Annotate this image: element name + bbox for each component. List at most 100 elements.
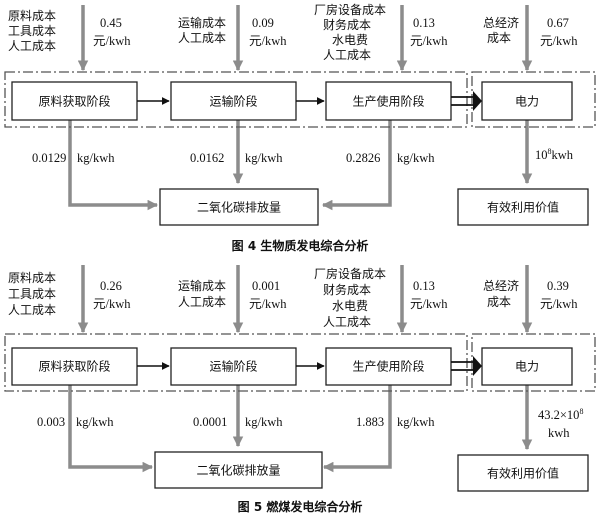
emission-2-unit: kg/kwh — [245, 151, 283, 165]
value-box — [457, 454, 589, 492]
cost-values: 0.26 元/kwh 0.001 元/kwh 0.13 元/kwh 0.39 元… — [93, 279, 578, 311]
cost-labels: 原料成本 工具成本 人工成本 运输成本 人工成本 厂房设备成本 财务成本 水电费… — [8, 2, 519, 62]
stage-box-3 — [325, 81, 452, 121]
emission-arrow-1 — [68, 118, 159, 211]
power-amount-unit: kwh — [548, 426, 570, 440]
power-label: 电力 — [515, 360, 539, 374]
emission-1-value: 0.003 — [37, 415, 65, 429]
cost-1-value: 0.26 — [100, 279, 122, 293]
emission-1-unit: kg/kwh — [77, 151, 115, 165]
emission-arrow-3 — [321, 118, 392, 211]
power-amount-exp: 8 — [548, 147, 552, 156]
emission-box-label: 二氧化碳排放量 — [197, 200, 281, 215]
cost-1-unit: 元/kwh — [93, 34, 131, 48]
cost-values: 0.45 元/kwh 0.09 元/kwh 0.13 元/kwh 0.67 元/… — [93, 16, 578, 48]
cost-1-line-3: 人工成本 — [8, 39, 56, 53]
emission-arrows — [68, 118, 533, 211]
cost-2-line-1: 运输成本 — [178, 278, 226, 293]
power-amount-exp: 8 — [579, 407, 583, 416]
cost-4-line-2: 成本 — [487, 295, 511, 309]
emission-3-unit: kg/kwh — [397, 151, 435, 165]
cost-3-line-1: 厂房设备成本 — [314, 2, 386, 17]
cost-1-unit: 元/kwh — [93, 297, 131, 311]
cost-3-line-3: 水电费 — [332, 33, 368, 47]
cost-1-line-3: 人工成本 — [8, 303, 56, 317]
emission-1-unit: kg/kwh — [76, 415, 114, 429]
emission-2-unit: kg/kwh — [245, 415, 283, 429]
cost-3-line-1: 厂房设备成本 — [314, 266, 386, 281]
emission-labels: 0.003 kg/kwh 0.0001 kg/kwh 1.883 kg/kwh … — [37, 407, 583, 440]
box-labels: 原料获取阶段 运输阶段 生产使用阶段 电力 二氧化碳排放量 有效利用价值 — [38, 359, 559, 481]
power-amount-value: 10 — [535, 148, 548, 162]
stage-box-3 — [325, 347, 452, 386]
cost-3-line-2: 财务成本 — [323, 17, 371, 32]
power-amount-value: 43.2×10 — [538, 408, 579, 422]
emission-2-value: 0.0162 — [190, 151, 224, 165]
power-box — [481, 81, 573, 121]
emission-3-value: 0.2826 — [346, 151, 380, 165]
cost-3-line-2: 财务成本 — [323, 282, 371, 297]
emission-2-value: 0.0001 — [193, 415, 227, 429]
emission-labels: 0.0129 kg/kwh 0.0162 kg/kwh 0.2826 kg/kw… — [32, 147, 574, 165]
cost-2-value: 0.001 — [252, 279, 280, 293]
emission-3-value: 1.883 — [356, 415, 384, 429]
output-dashed-group — [471, 71, 596, 128]
stage-box-2 — [170, 347, 297, 386]
cost-3-unit: 元/kwh — [410, 297, 448, 311]
box-labels: 原料获取阶段 运输阶段 生产使用阶段 电力 二氧化碳排放量 有效利用价值 — [38, 94, 559, 215]
cost-1-value: 0.45 — [100, 16, 122, 30]
stage-3-label: 生产使用阶段 — [352, 94, 424, 109]
stage-2-label: 运输阶段 — [209, 359, 257, 374]
cost-labels: 原料成本 工具成本 人工成本 运输成本 人工成本 厂房设备成本 财务成本 水电费… — [8, 266, 519, 329]
cost-4-line-2: 成本 — [487, 31, 511, 45]
cost-2-line-2: 人工成本 — [178, 295, 226, 309]
value-box-label: 有效利用价值 — [487, 200, 559, 215]
power-amount: 43.2×108 — [538, 407, 583, 422]
stage-1-label: 原料获取阶段 — [38, 94, 110, 109]
double-arrow-1 — [451, 91, 482, 111]
emission-arrows — [68, 385, 533, 473]
cost-3-value: 0.13 — [413, 16, 435, 30]
caption-figure-5: 图 5 燃煤发电综合分析 — [238, 499, 363, 514]
cost-2-line-2: 人工成本 — [178, 31, 226, 45]
cost-4-value: 0.39 — [547, 279, 569, 293]
cost-2-value: 0.09 — [252, 16, 274, 30]
cost-3-value: 0.13 — [413, 279, 435, 293]
process-dashed-group — [4, 71, 468, 128]
emission-box — [154, 451, 323, 489]
cost-3-line-3: 水电费 — [332, 299, 368, 313]
power-box — [481, 347, 573, 386]
cost-1-line-1: 原料成本 — [8, 9, 56, 23]
power-amount-unit: kwh — [552, 148, 574, 162]
power-label: 电力 — [515, 95, 539, 109]
diagram-coal: 原料成本 工具成本 人工成本 运输成本 人工成本 厂房设备成本 财务成本 水电费… — [4, 265, 596, 514]
caption-figure-4: 图 4 生物质发电综合分析 — [232, 238, 369, 253]
cost-4-line-1: 总经济 — [483, 15, 519, 30]
emission-arrow-1 — [68, 385, 154, 473]
cost-2-line-1: 运输成本 — [178, 15, 226, 30]
cost-1-line-2: 工具成本 — [8, 24, 56, 38]
emission-box — [159, 188, 319, 226]
stage-box-1 — [11, 347, 138, 386]
stage-1-label: 原料获取阶段 — [38, 359, 110, 374]
cost-2-unit: 元/kwh — [249, 34, 287, 48]
cost-4-unit: 元/kwh — [540, 297, 578, 311]
stage-2-label: 运输阶段 — [209, 94, 257, 109]
cost-4-value: 0.67 — [547, 16, 569, 30]
cost-3-unit: 元/kwh — [410, 34, 448, 48]
cost-1-line-2: 工具成本 — [8, 287, 56, 301]
value-box-label: 有效利用价值 — [487, 466, 559, 481]
emission-1-value: 0.0129 — [32, 151, 66, 165]
cost-3-line-4: 人工成本 — [323, 48, 371, 62]
cost-3-line-4: 人工成本 — [323, 315, 371, 329]
stage-3-label: 生产使用阶段 — [352, 359, 424, 374]
cost-arrows — [77, 5, 533, 72]
cost-arrows — [77, 265, 533, 334]
cost-4-unit: 元/kwh — [540, 34, 578, 48]
double-arrow-2 — [451, 356, 482, 376]
cost-1-line-1: 原料成本 — [8, 271, 56, 285]
emission-3-unit: kg/kwh — [397, 415, 435, 429]
emission-box-label: 二氧化碳排放量 — [196, 463, 280, 478]
